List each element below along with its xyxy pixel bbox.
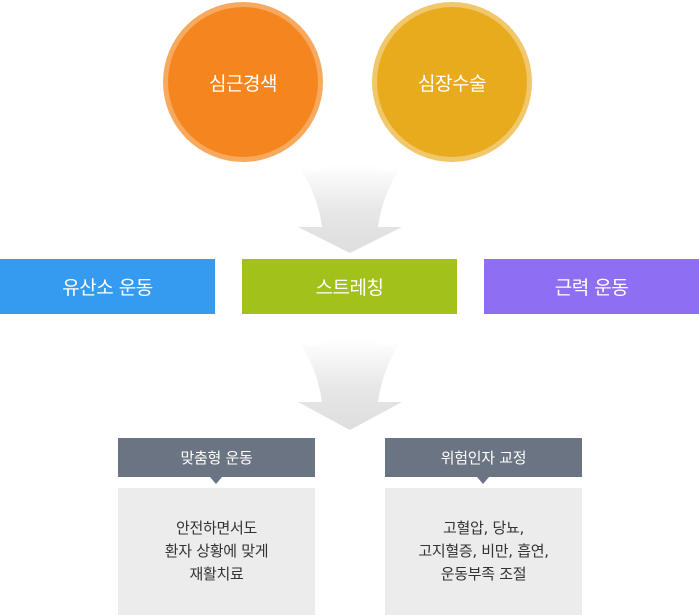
circle-left-label: 심근경색 [209, 72, 277, 95]
panel-risk-line: 운동부족 조절 [440, 565, 527, 583]
tab-custom-exercise: 맞춤형 운동 [118, 438, 315, 477]
panel-custom-line: 환자 상황에 맞게 [164, 542, 269, 560]
panel-risk-line: 고지혈증, 비만, 흡연, [418, 542, 549, 560]
circle-right-label: 심장수술 [418, 72, 486, 95]
panel-risk-line: 고혈압, 당뇨, [443, 519, 524, 537]
bar-strength-exercise: 근력 운동 [484, 259, 699, 314]
panel-risk-correction: 고혈압, 당뇨, 고지혈증, 비만, 흡연, 운동부족 조절 [385, 488, 582, 615]
circle-myocardial-infarction: 심근경색 [168, 7, 318, 157]
down-arrow-icon [298, 165, 402, 253]
down-arrow-icon [298, 340, 402, 430]
tab-custom-title: 맞춤형 운동 [180, 449, 253, 467]
bar-aerobic-exercise: 유산소 운동 [0, 259, 215, 314]
tab-risk-correction: 위험인자 교정 [385, 438, 582, 477]
tab-risk-notch [477, 477, 489, 484]
bar-stretching: 스트레칭 [242, 259, 457, 314]
bar-aerobic-label: 유산소 운동 [62, 277, 153, 299]
panel-custom-line: 재활치료 [189, 565, 244, 583]
bar-stretch-label: 스트레칭 [315, 277, 384, 299]
tab-custom-notch [210, 477, 222, 484]
circle-heart-surgery: 심장수술 [377, 7, 527, 157]
panel-custom-exercise: 안전하면서도 환자 상황에 맞게 재활치료 [118, 488, 315, 615]
tab-risk-title: 위험인자 교정 [440, 449, 527, 467]
bar-strength-label: 근력 운동 [554, 277, 629, 299]
panel-custom-line: 안전하면서도 [175, 519, 257, 537]
